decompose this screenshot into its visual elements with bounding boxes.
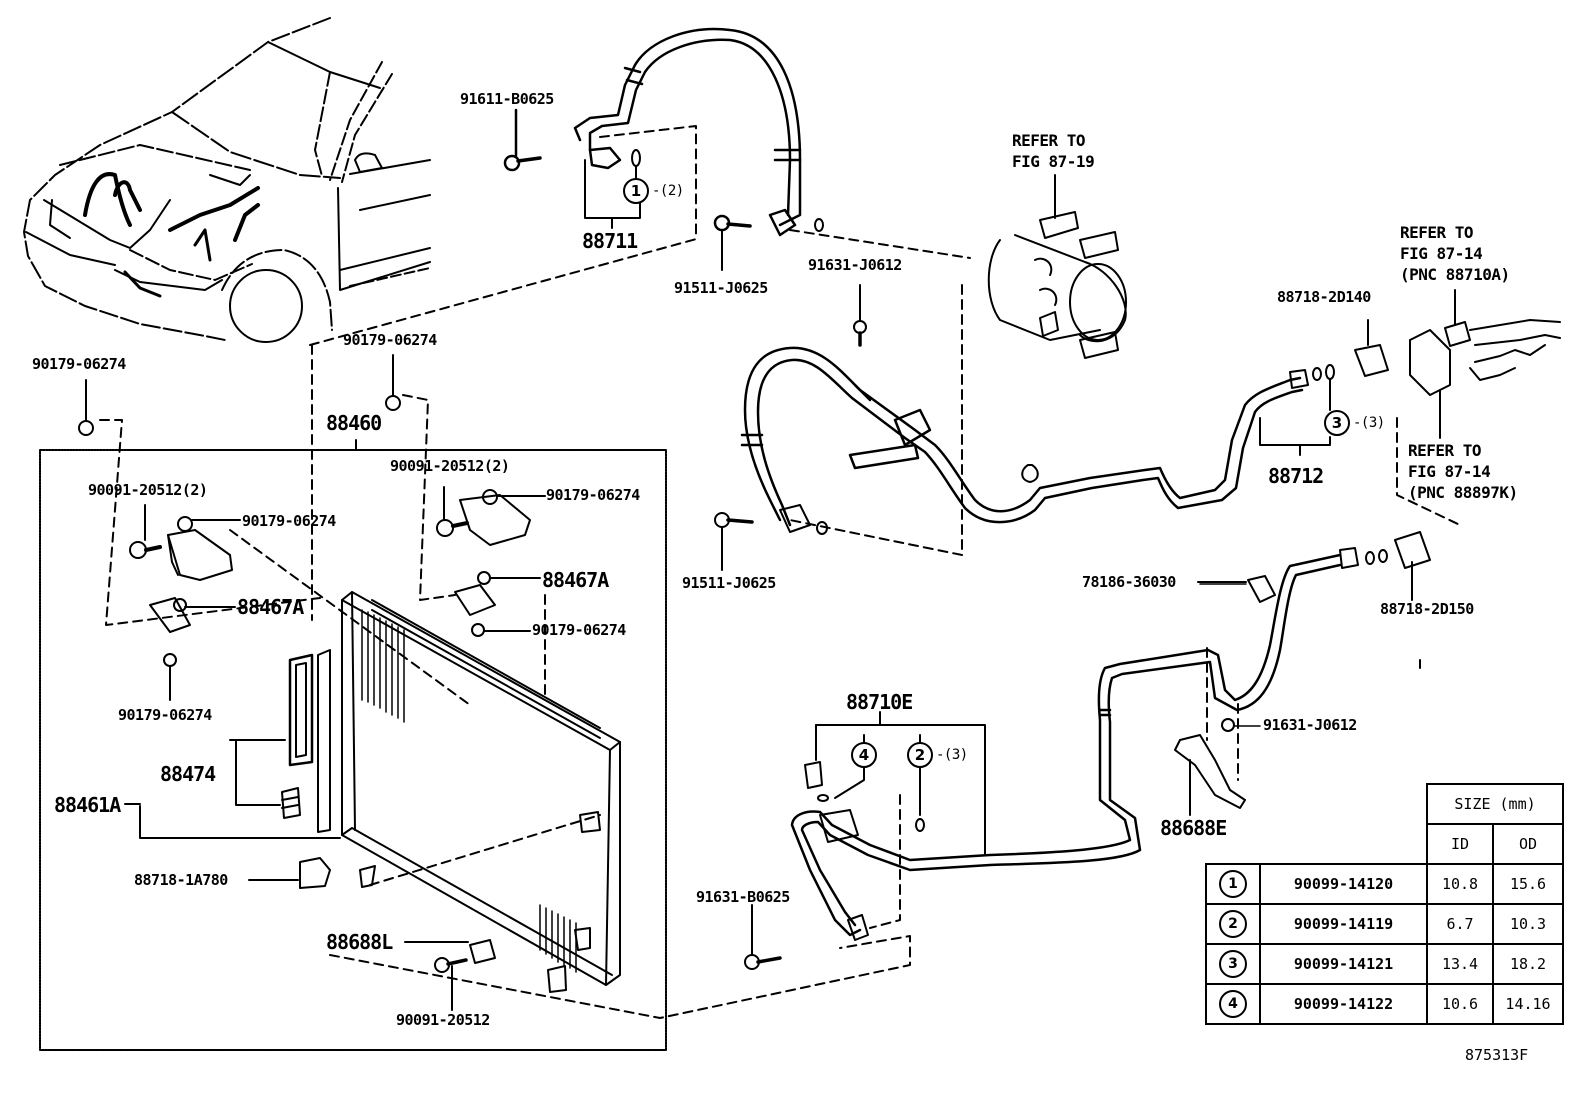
callout-91611-b0625: 91611-B0625 xyxy=(460,90,554,108)
size-table-col-od: OD xyxy=(1492,823,1564,865)
row-part-number: 90099-14122 xyxy=(1259,983,1428,1025)
row-part-number: 90099-14121 xyxy=(1259,943,1428,985)
callout-88712-oring-qty: -(3) xyxy=(1353,415,1385,431)
connector-lines xyxy=(99,125,1461,1019)
refer-fig-87-19-line2: FIG 87-19 xyxy=(1012,152,1095,171)
row-id: 10.8 xyxy=(1426,863,1494,905)
row-marker: 4 xyxy=(1219,990,1247,1018)
table-row: 2 90099-14119 6.7 10.3 xyxy=(1205,903,1564,945)
leader-lines xyxy=(85,354,1247,1011)
callout-88460: 88460 xyxy=(326,411,382,435)
oring-marker-1: 1 xyxy=(623,178,649,204)
refer-fig-87-19: REFER TO FIG 87-19 xyxy=(1012,130,1095,172)
size-table-header-row: SIZE (mm) xyxy=(1206,783,1564,825)
callout-88710e-oring-qty: -(3) xyxy=(936,747,968,763)
refer-fig-87-14-pnc-88710a: REFER TO FIG 87-14 (PNC 88710A) xyxy=(1400,222,1510,285)
compressor-illustration xyxy=(987,174,1127,359)
refer-fig-87-19-line1: REFER TO xyxy=(1012,131,1086,150)
oring-marker-4: 4 xyxy=(851,742,877,768)
condenser-illustration xyxy=(281,591,621,993)
callout-91631-b0625: 91631-B0625 xyxy=(696,888,790,906)
row-part-number: 90099-14120 xyxy=(1259,863,1428,905)
callout-88710e: 88710E xyxy=(846,690,913,714)
condenser-assembly-box xyxy=(39,449,667,1051)
bracket-illustrations xyxy=(78,395,531,839)
size-table-header: SIZE (mm) xyxy=(1426,783,1564,825)
callout-90179-06274-left-low: 90179-06274 xyxy=(118,706,212,724)
row-od: 15.6 xyxy=(1492,863,1564,905)
refer-fig-87-14-pnc-88897k: REFER TO FIG 87-14 (PNC 88897K) xyxy=(1408,440,1518,503)
row-od: 14.16 xyxy=(1492,983,1564,1025)
refer-fig-87-14a-pnc: (PNC 88710A) xyxy=(1400,265,1510,284)
row-id: 13.4 xyxy=(1426,943,1494,985)
figure-number: 875313F xyxy=(1465,1046,1529,1064)
oring-marker-2: 2 xyxy=(907,742,933,768)
callout-88711: 88711 xyxy=(582,229,638,253)
callout-88712: 88712 xyxy=(1268,464,1324,488)
callout-90091-20512-bottom: 90091-20512 xyxy=(396,1011,490,1029)
callout-88688e: 88688E xyxy=(1160,816,1227,840)
callout-91631-j0612-bottom: 91631-J0612 xyxy=(1263,716,1357,734)
size-table-subheader-row: ID OD xyxy=(1206,823,1564,865)
refer-fig-87-14k-line1: REFER TO xyxy=(1408,441,1482,460)
vehicle-outline-illustration xyxy=(23,17,431,343)
row-marker: 2 xyxy=(1219,910,1247,938)
row-id: 6.7 xyxy=(1426,903,1494,945)
row-marker: 3 xyxy=(1219,950,1247,978)
callout-91511-j0625-bottom: 91511-J0625 xyxy=(682,574,776,592)
row-id: 10.6 xyxy=(1426,983,1494,1025)
table-row: 3 90099-14121 13.4 18.2 xyxy=(1205,943,1564,985)
row-od: 10.3 xyxy=(1492,903,1564,945)
callout-88474: 88474 xyxy=(160,762,216,786)
table-row: 4 90099-14122 10.6 14.16 xyxy=(1205,983,1564,1025)
callout-90091-20512-2-right: 90091-20512(2) xyxy=(390,457,510,475)
callout-90179-06274-right-low: 90179-06274 xyxy=(532,621,626,639)
hose-88712-illustration xyxy=(714,284,1561,571)
oring-marker-3: 3 xyxy=(1324,410,1350,436)
hose-88711-illustration xyxy=(503,27,824,271)
callout-88718-2d140: 88718-2D140 xyxy=(1277,288,1371,306)
callout-88467a-left: 88467A xyxy=(237,595,304,619)
callout-88718-1a780: 88718-1A780 xyxy=(134,871,228,889)
row-od: 18.2 xyxy=(1492,943,1564,985)
callout-91631-j0612-top: 91631-J0612 xyxy=(808,256,902,274)
refer-fig-87-14a-line2: FIG 87-14 xyxy=(1400,244,1483,263)
callout-88711-oring-qty: -(2) xyxy=(652,183,684,199)
callout-78186-36030: 78186-36030 xyxy=(1082,573,1176,591)
size-table-col-id: ID xyxy=(1426,823,1494,865)
refer-fig-87-14k-pnc: (PNC 88897K) xyxy=(1408,483,1518,502)
refer-fig-87-14k-line2: FIG 87-14 xyxy=(1408,462,1491,481)
callout-88467a-right: 88467A xyxy=(542,568,609,592)
callout-88461a: 88461A xyxy=(54,793,121,817)
refer-fig-87-14a-line1: REFER TO xyxy=(1400,223,1474,242)
callout-88688l: 88688L xyxy=(326,930,393,954)
row-part-number: 90099-14119 xyxy=(1259,903,1428,945)
table-row: 1 90099-14120 10.8 15.6 xyxy=(1205,863,1564,905)
callout-90179-06274-far-left: 90179-06274 xyxy=(32,355,126,373)
callout-90179-06274-top: 90179-06274 xyxy=(343,331,437,349)
callout-90179-06274-left-bracket: 90179-06274 xyxy=(242,512,336,530)
callout-88718-2d150: 88718-2D150 xyxy=(1380,600,1474,618)
callout-91511-j0625-top: 91511-J0625 xyxy=(674,279,768,297)
tube-88710e-illustration xyxy=(744,531,1431,970)
callout-90091-20512-2-left: 90091-20512(2) xyxy=(88,481,208,499)
oring-size-table: SIZE (mm) ID OD 1 90099-14120 10.8 15.6 … xyxy=(1205,783,1564,1025)
row-marker: 1 xyxy=(1219,870,1247,898)
callout-90179-06274-right-bracket: 90179-06274 xyxy=(546,486,640,504)
